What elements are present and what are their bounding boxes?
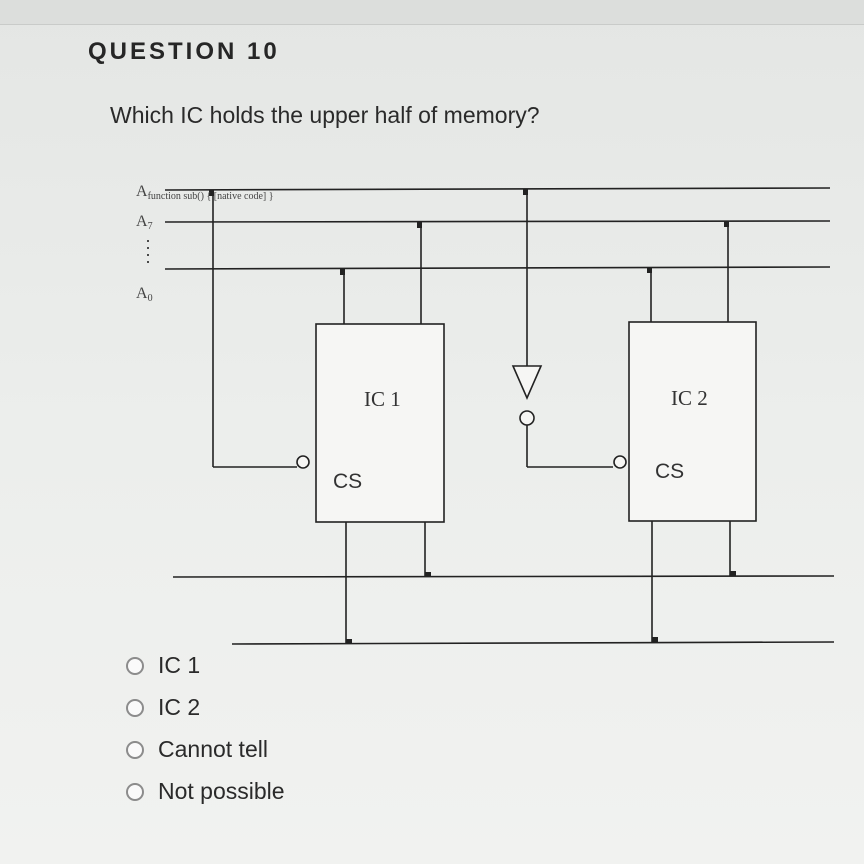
radio-button[interactable] bbox=[126, 782, 144, 801]
bus-line-a0 bbox=[164, 266, 831, 270]
ic1-cs-label: CS bbox=[333, 470, 362, 493]
radio-button[interactable] bbox=[126, 698, 144, 717]
radio-button[interactable] bbox=[126, 740, 144, 759]
data-bus-line-2 bbox=[231, 641, 835, 645]
bus-line-a7 bbox=[164, 220, 831, 223]
bus-line-a8 bbox=[164, 187, 831, 191]
ic2-label: IC 2 bbox=[671, 386, 708, 410]
address-label-a8: Afunction sub() { [native code] } bbox=[136, 183, 274, 202]
page-top-bar bbox=[0, 0, 864, 25]
ic1-label: IC 1 bbox=[364, 387, 401, 411]
data-bus-line-1 bbox=[172, 575, 835, 578]
ic2-box bbox=[628, 321, 757, 522]
option-ic1[interactable]: IC 1 bbox=[126, 652, 200, 679]
question-text: Which IC holds the upper half of memory? bbox=[110, 102, 540, 128]
question-heading: QUESTION 10 bbox=[88, 38, 280, 65]
option-label: Not possible bbox=[158, 778, 285, 804]
option-label: IC 1 bbox=[158, 652, 201, 678]
inverter-gate bbox=[511, 365, 543, 400]
ic1-box bbox=[315, 323, 445, 523]
radio-button[interactable] bbox=[126, 656, 144, 675]
address-label-a7: A7 bbox=[136, 213, 153, 232]
option-cannot-tell[interactable]: Cannot tell bbox=[126, 736, 268, 763]
address-label-a0: A0 bbox=[136, 285, 153, 304]
ic2-cs-label: CS bbox=[655, 460, 684, 483]
option-ic2[interactable]: IC 2 bbox=[126, 694, 200, 721]
option-not-possible[interactable]: Not possible bbox=[126, 778, 285, 805]
option-label: Cannot tell bbox=[158, 736, 268, 762]
option-label: IC 2 bbox=[158, 694, 201, 720]
